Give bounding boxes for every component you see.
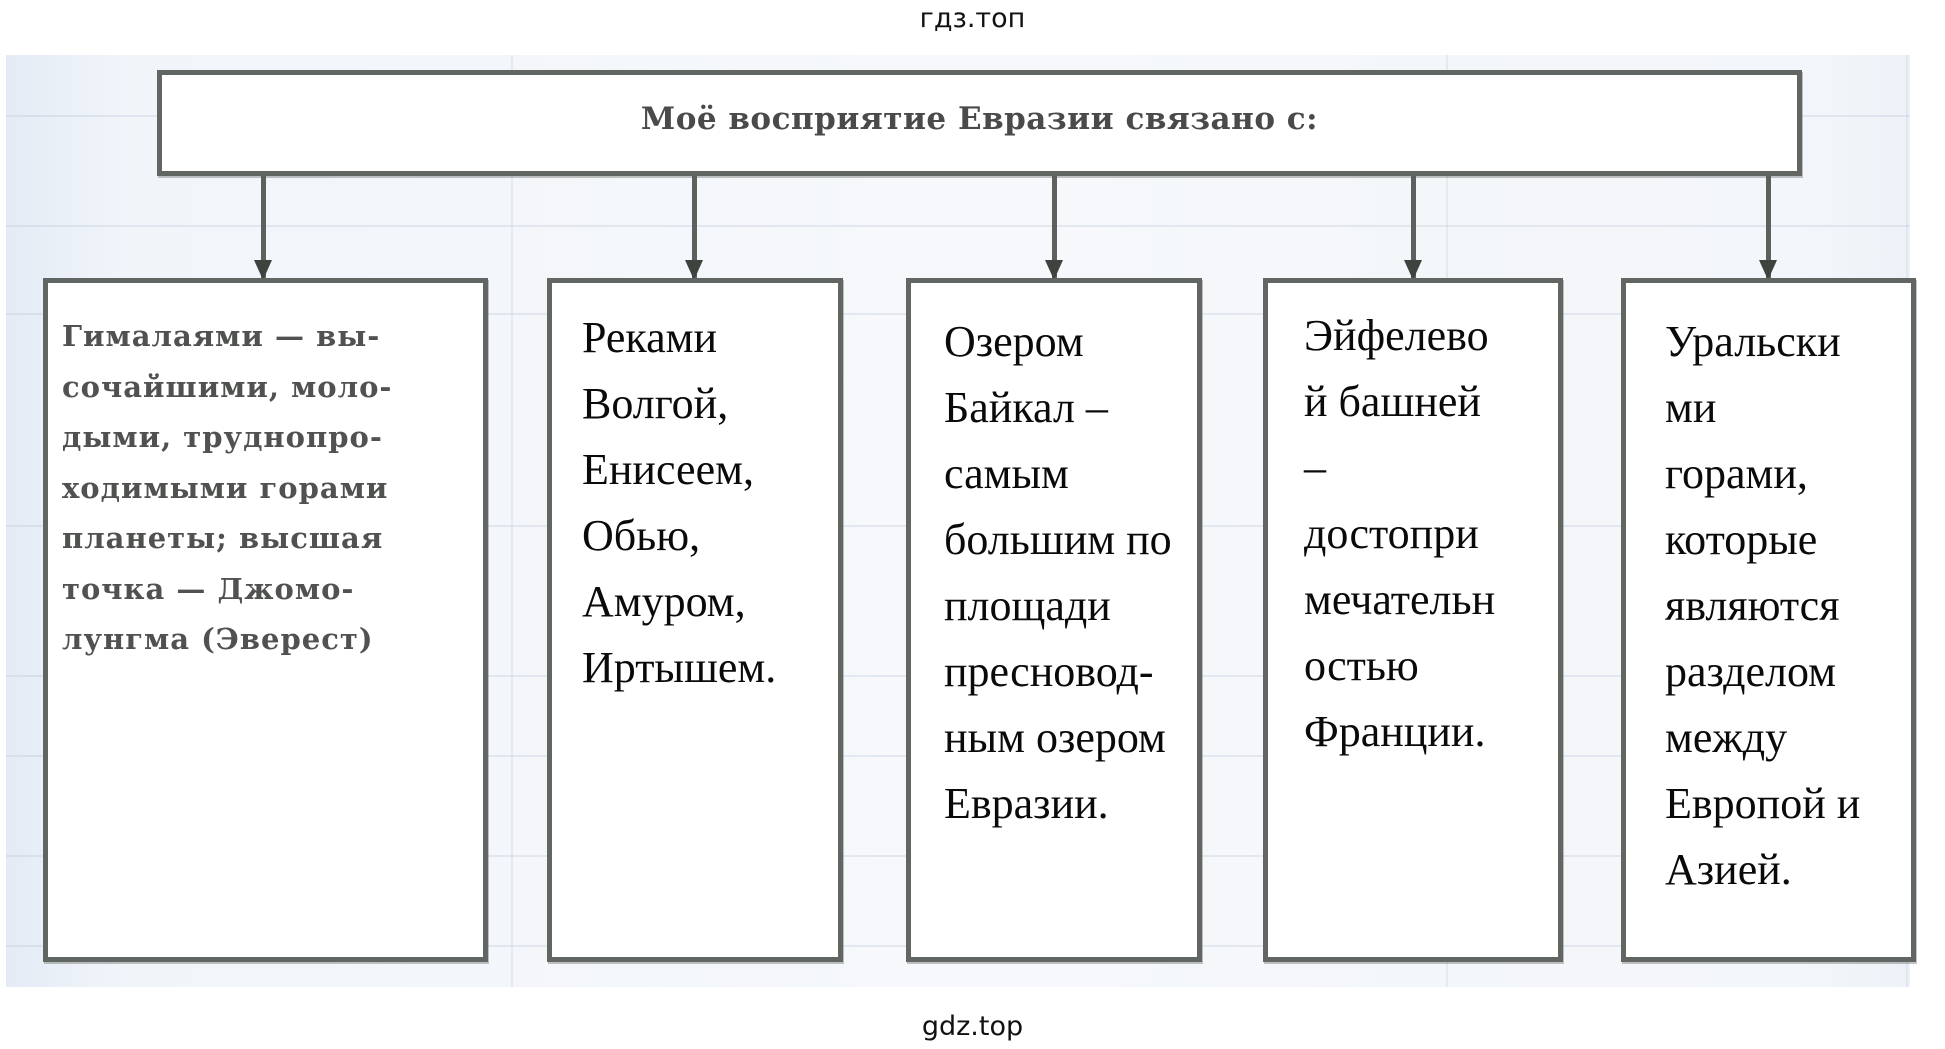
arrow-down-icon [1759,176,1777,280]
node-himalayas-text: Гималаями — вы- сочайшими, моло- дыми, т… [62,319,393,656]
node-baikal: Озером Байкал – самым большим по площади… [906,278,1202,962]
watermark-top: гдз.топ [919,3,1026,34]
arrow-down-icon [1045,176,1063,280]
ghost-vline [511,55,513,987]
arrow-down-icon [254,176,272,280]
arrow-down-icon [685,176,703,280]
arrow-down-icon [1404,176,1422,280]
node-baikal-text: Озером Байкал – самым большим по площади… [944,317,1172,828]
root-node-box: Моё восприятие Евразии связано с: [157,70,1802,176]
root-node-label: Моё восприятие Евразии связано с: [640,101,1319,137]
node-eiffel-text: Эйфелево й башней – достопри мечательн о… [1304,311,1496,756]
node-himalayas: Гималаями — вы- сочайшими, моло- дыми, т… [43,278,488,962]
node-urals: Уральски ми горами, которые являются раз… [1621,278,1916,962]
watermark-bottom: gdz.top [921,1011,1024,1042]
ghost-line [6,225,1910,227]
node-eiffel: Эйфелево й башней – достопри мечательн о… [1263,278,1563,962]
node-rivers-text: Реками Волгой, Енисеем, Обью, Амуром, Ир… [582,313,777,692]
node-rivers: Реками Волгой, Енисеем, Обью, Амуром, Ир… [547,278,843,962]
node-urals-text: Уральски ми горами, которые являются раз… [1665,317,1861,894]
